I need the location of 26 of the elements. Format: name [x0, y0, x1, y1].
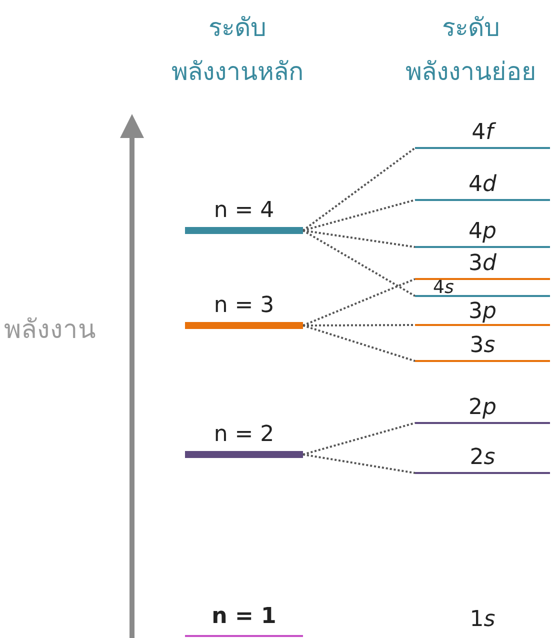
dotted-connector	[302, 324, 416, 362]
sublevel-label: 4s	[433, 280, 454, 295]
dotted-connector	[302, 278, 416, 326]
sublevel-label: 2p	[468, 396, 496, 420]
level-label: n = 1	[212, 605, 276, 629]
dotted-connector	[302, 199, 416, 232]
sublevel-label: 3p	[468, 300, 496, 324]
sublevel-label: 3d	[468, 252, 496, 276]
column-heading: ระดับ พลังงานหลัก	[170, 12, 304, 88]
sublevel-label: 3s	[470, 334, 496, 358]
dotted-connector	[302, 454, 416, 474]
column-heading: ระดับ พลังงานย่อย	[404, 12, 538, 88]
sublevel-label: 1s	[470, 608, 496, 632]
dotted-connector	[302, 422, 416, 456]
axis-label: พลังงาน	[4, 314, 96, 347]
dotted-connector	[302, 230, 416, 297]
dotted-connector	[303, 324, 415, 326]
sublevel-label: 4p	[468, 220, 496, 244]
dotted-connector	[302, 147, 416, 232]
sublevel-label: 4d	[468, 173, 496, 197]
level-label: n = 3	[214, 294, 274, 318]
sublevel-label: 4f	[472, 121, 494, 145]
level-label: n = 4	[214, 199, 274, 223]
sublevel-label: 2s	[470, 446, 496, 470]
level-label: n = 2	[214, 423, 274, 447]
dotted-connector	[302, 230, 416, 248]
